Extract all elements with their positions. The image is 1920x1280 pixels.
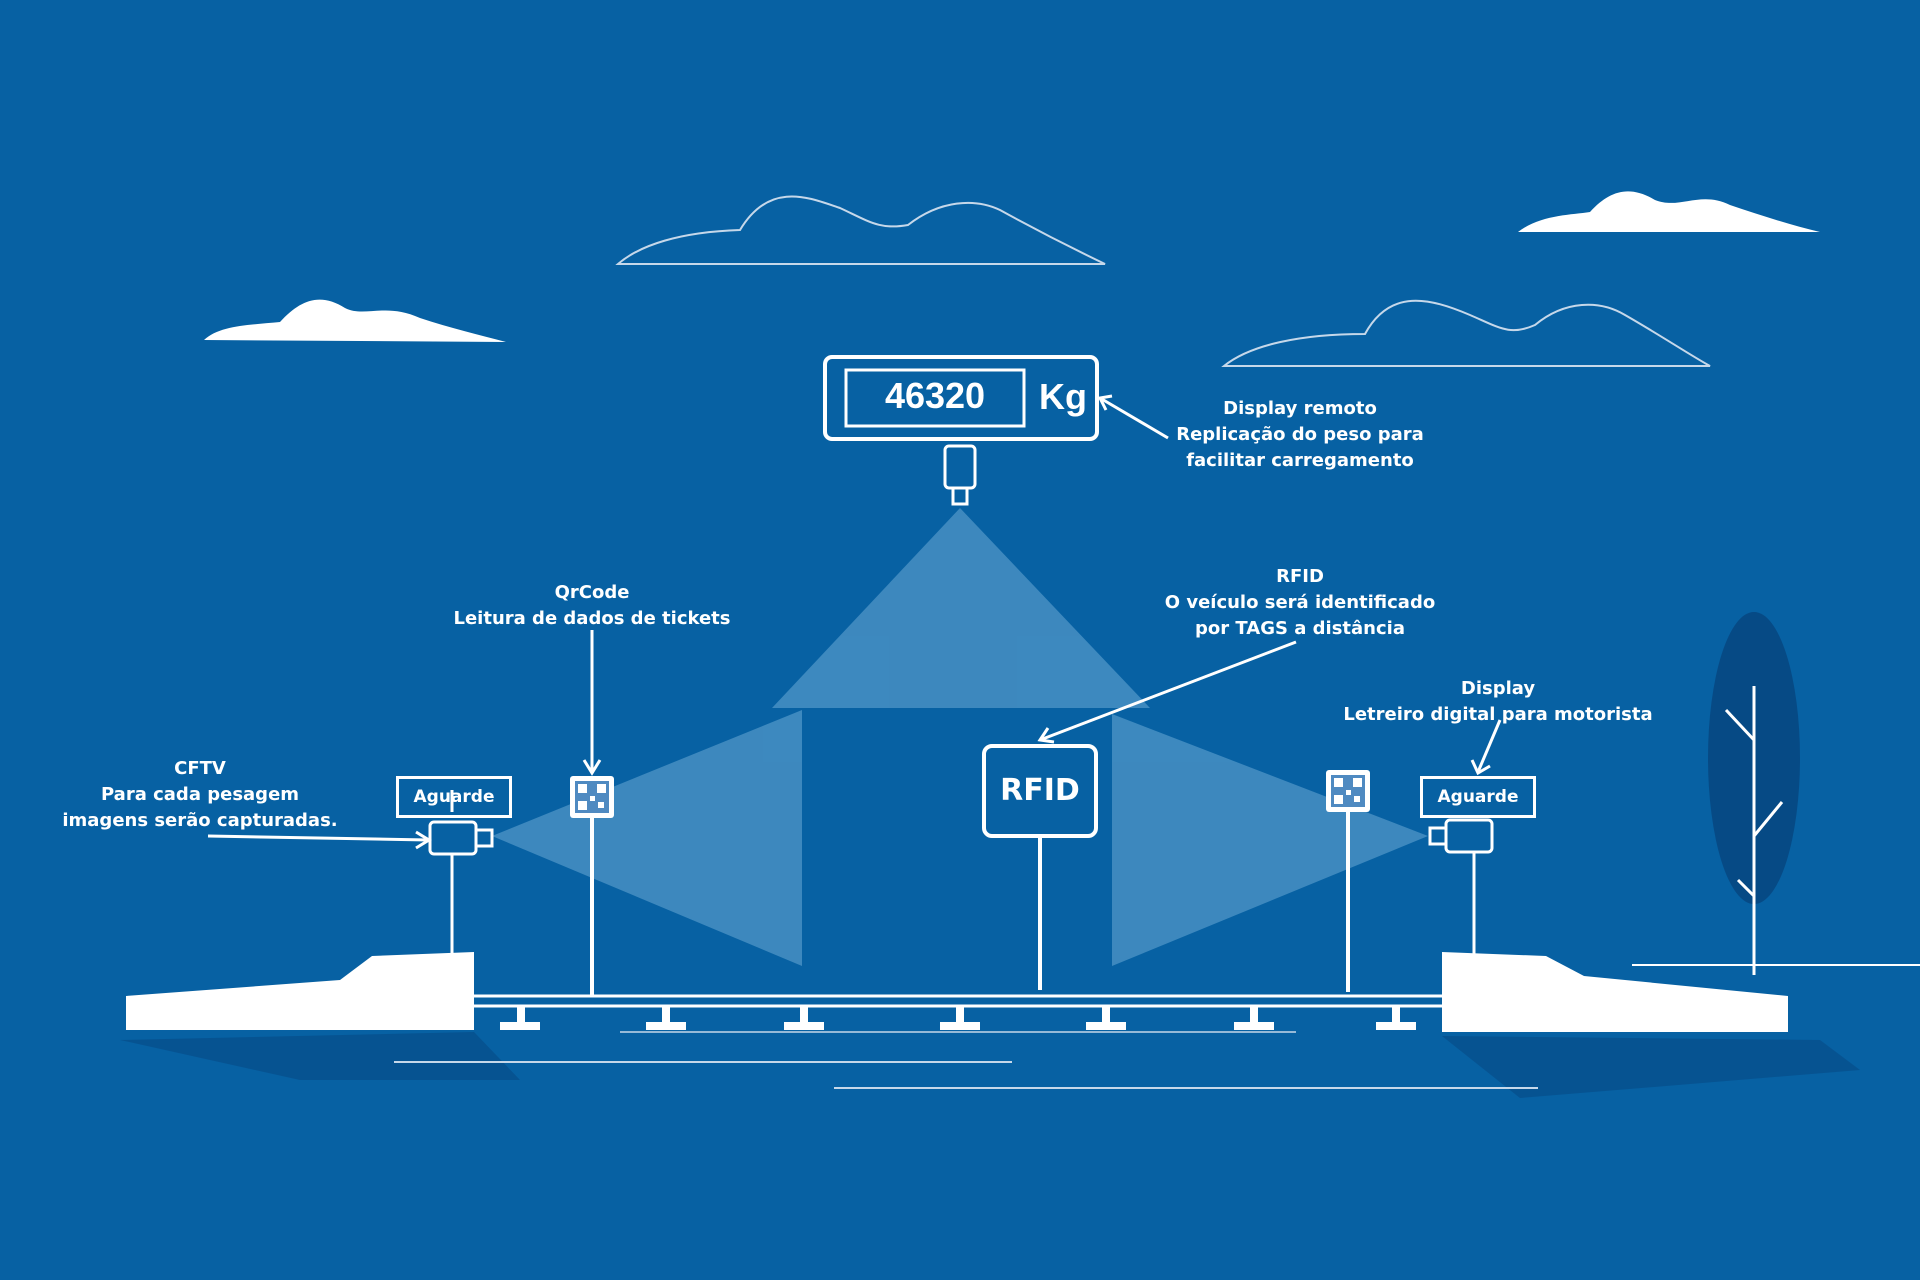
caption-line: Para cada pesagem — [100, 784, 300, 805]
caption-line: Leitura de dados de tickets — [453, 608, 731, 629]
tree — [1632, 612, 1920, 975]
caption-line: O veículo será identificado — [1164, 592, 1436, 613]
remote-display-frame — [823, 355, 1099, 441]
remote-display-camera — [943, 444, 977, 490]
cloud-outline-right — [1221, 299, 1711, 367]
ramp-right — [1442, 952, 1788, 1032]
caption-line: imagens serão capturadas. — [62, 810, 338, 831]
caption-line: Letreiro digital para motorista — [1343, 704, 1653, 725]
remote-display-inner — [844, 368, 1026, 428]
cftv-caption: CFTV Para cada pesagem imagens serão cap… — [50, 756, 350, 834]
rfid-sign: RFID — [982, 744, 1098, 838]
caption-line: QrCode — [554, 582, 630, 603]
caption-line: Display remoto — [1223, 398, 1377, 419]
remote-display-unit: Kg — [1039, 376, 1087, 417]
driver-display-caption: Display Letreiro digital para motorista — [1330, 676, 1666, 728]
remote-display-caption: Display remoto Replicação do peso para f… — [1140, 396, 1460, 474]
camera-beams — [492, 508, 1428, 966]
caption-line: Display — [1460, 678, 1536, 699]
cloud-left — [204, 299, 506, 342]
right-cctv-camera — [1428, 818, 1494, 956]
right-display-board: Aguarde — [1420, 776, 1536, 818]
caption-line: RFID — [1276, 566, 1324, 587]
cloud-right — [1518, 191, 1820, 232]
qrcode-caption: QrCode Leitura de dados de tickets — [440, 580, 744, 632]
caption-line: por TAGS a distância — [1195, 618, 1405, 639]
left-display-board: Aguarde — [396, 776, 512, 818]
load-cells — [500, 1006, 1416, 1030]
caption-line: CFTV — [174, 758, 226, 779]
qr-reader-right — [1326, 770, 1370, 992]
left-cctv-camera — [428, 790, 494, 956]
ramp-left — [126, 952, 474, 1030]
caption-line: Replicação do peso para — [1176, 424, 1424, 445]
rfid-caption: RFID O veículo será identificado por TAG… — [1150, 564, 1450, 642]
caption-line: facilitar carregamento — [1186, 450, 1414, 471]
qr-reader-left — [570, 776, 614, 996]
remote-display-weight: 46320 — [884, 375, 986, 416]
cloud-outline-center — [615, 195, 1106, 265]
